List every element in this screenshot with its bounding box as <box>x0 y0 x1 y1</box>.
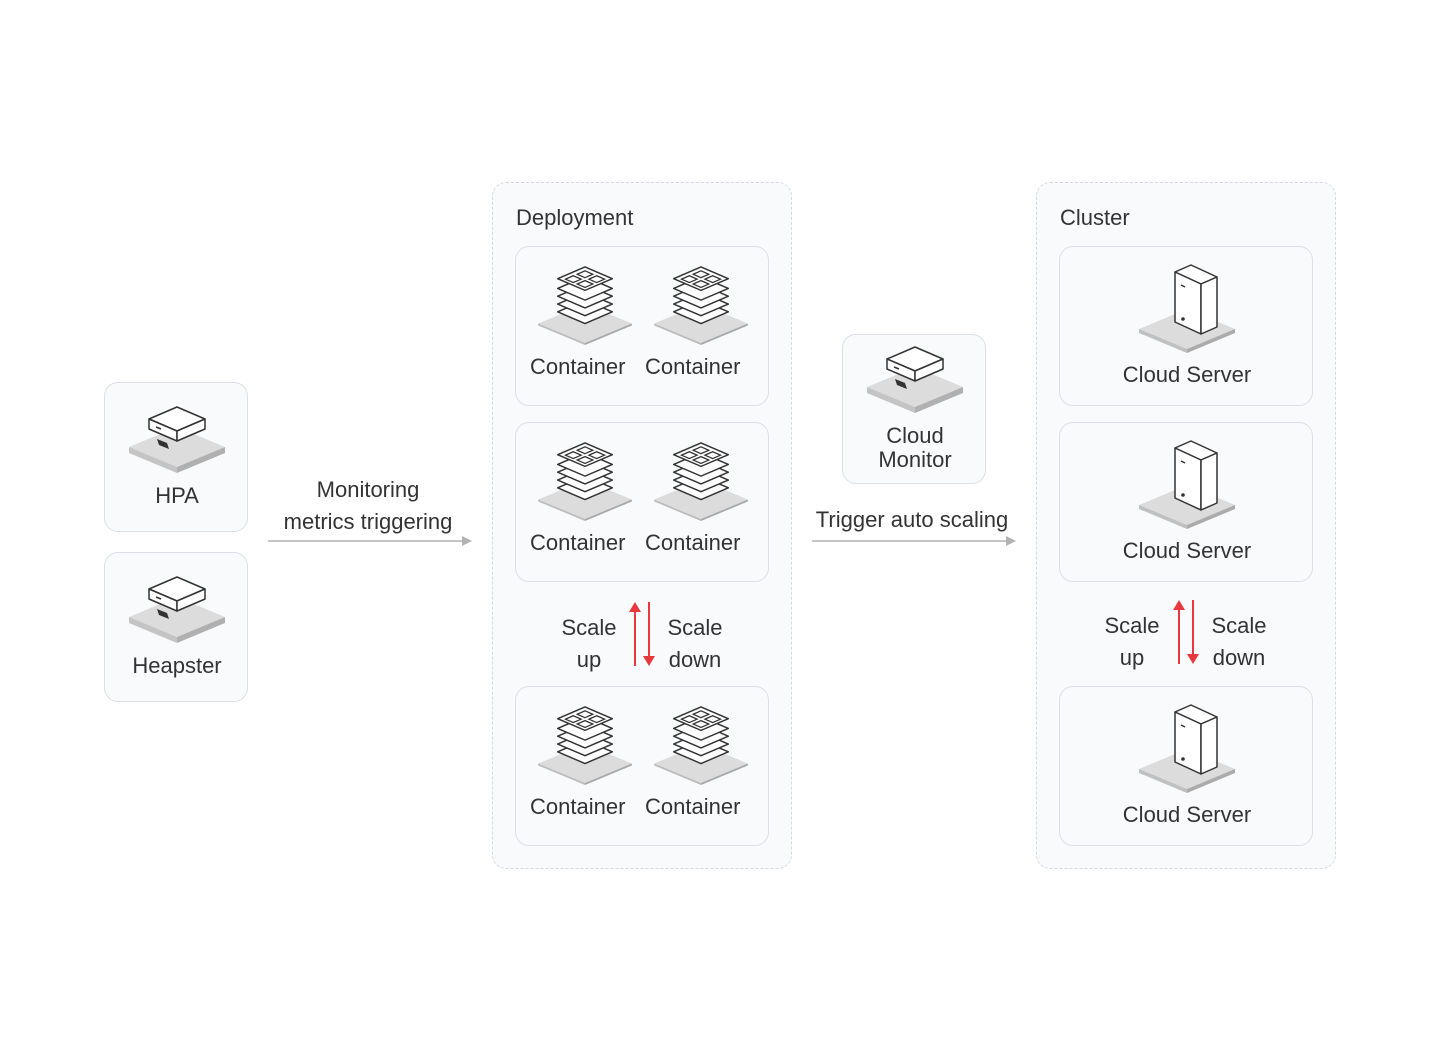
cloud-server-card-2: Cloud Server <box>1059 422 1313 582</box>
trigger-auto-scaling-label: Trigger auto scaling <box>815 507 1009 532</box>
cloud-server-icon <box>1137 263 1237 353</box>
monitor-device-icon <box>127 575 227 645</box>
scale-arrows-icon <box>629 602 655 666</box>
cloud-server-card-1: Cloud Server <box>1059 246 1313 406</box>
monitor-device-icon <box>865 345 965 415</box>
container-row-1: Container Container <box>515 246 769 406</box>
cloud-monitor-label: Monitor <box>878 447 952 472</box>
container-row-3: Container Container <box>515 686 769 846</box>
cloud-server-card-3: Cloud Server <box>1059 686 1313 846</box>
container-label: Container <box>530 530 626 555</box>
container-label: Container <box>645 354 741 379</box>
cloud-server-label: Cloud Server <box>1122 362 1252 387</box>
flow-arrow-2 <box>812 536 1016 546</box>
scale-down-label: Scale <box>1211 613 1267 638</box>
deployment-title: Deployment <box>516 205 634 230</box>
container-label: Container <box>530 794 626 819</box>
container-icon <box>652 265 750 345</box>
container-label: Container <box>645 794 741 819</box>
container-row-2: Container Container <box>515 422 769 582</box>
scale-up-label: up <box>1119 645 1145 670</box>
cloud-server-label: Cloud Server <box>1122 538 1252 563</box>
heapster-label: Heapster <box>132 653 222 678</box>
scale-down-label: down <box>668 647 722 672</box>
scale-down-label: down <box>1212 645 1266 670</box>
flow-arrow-1 <box>268 536 472 546</box>
container-icon <box>652 441 750 521</box>
cloud-server-icon <box>1137 703 1237 793</box>
hpa-card: HPA <box>104 382 248 532</box>
container-icon <box>536 705 634 785</box>
cloud-monitor-card: Cloud Monitor <box>842 334 986 484</box>
cluster-title: Cluster <box>1060 205 1130 230</box>
scale-up-label: Scale <box>561 615 617 640</box>
monitoring-label: Monitoring <box>316 477 420 502</box>
cloud-server-icon <box>1137 439 1237 529</box>
cloud-server-label: Cloud Server <box>1122 802 1252 827</box>
scale-arrows-icon <box>1173 600 1199 664</box>
scale-up-label: up <box>576 647 602 672</box>
container-icon <box>536 441 634 521</box>
hpa-label: HPA <box>155 483 199 508</box>
container-icon <box>652 705 750 785</box>
container-label: Container <box>530 354 626 379</box>
metrics-triggering-label: metrics triggering <box>283 509 453 534</box>
heapster-card: Heapster <box>104 552 248 702</box>
scale-up-label: Scale <box>1104 613 1160 638</box>
container-icon <box>536 265 634 345</box>
container-label: Container <box>645 530 741 555</box>
cloud-monitor-label: Cloud <box>886 423 944 448</box>
scale-down-label: Scale <box>667 615 723 640</box>
monitor-device-icon <box>127 405 227 475</box>
